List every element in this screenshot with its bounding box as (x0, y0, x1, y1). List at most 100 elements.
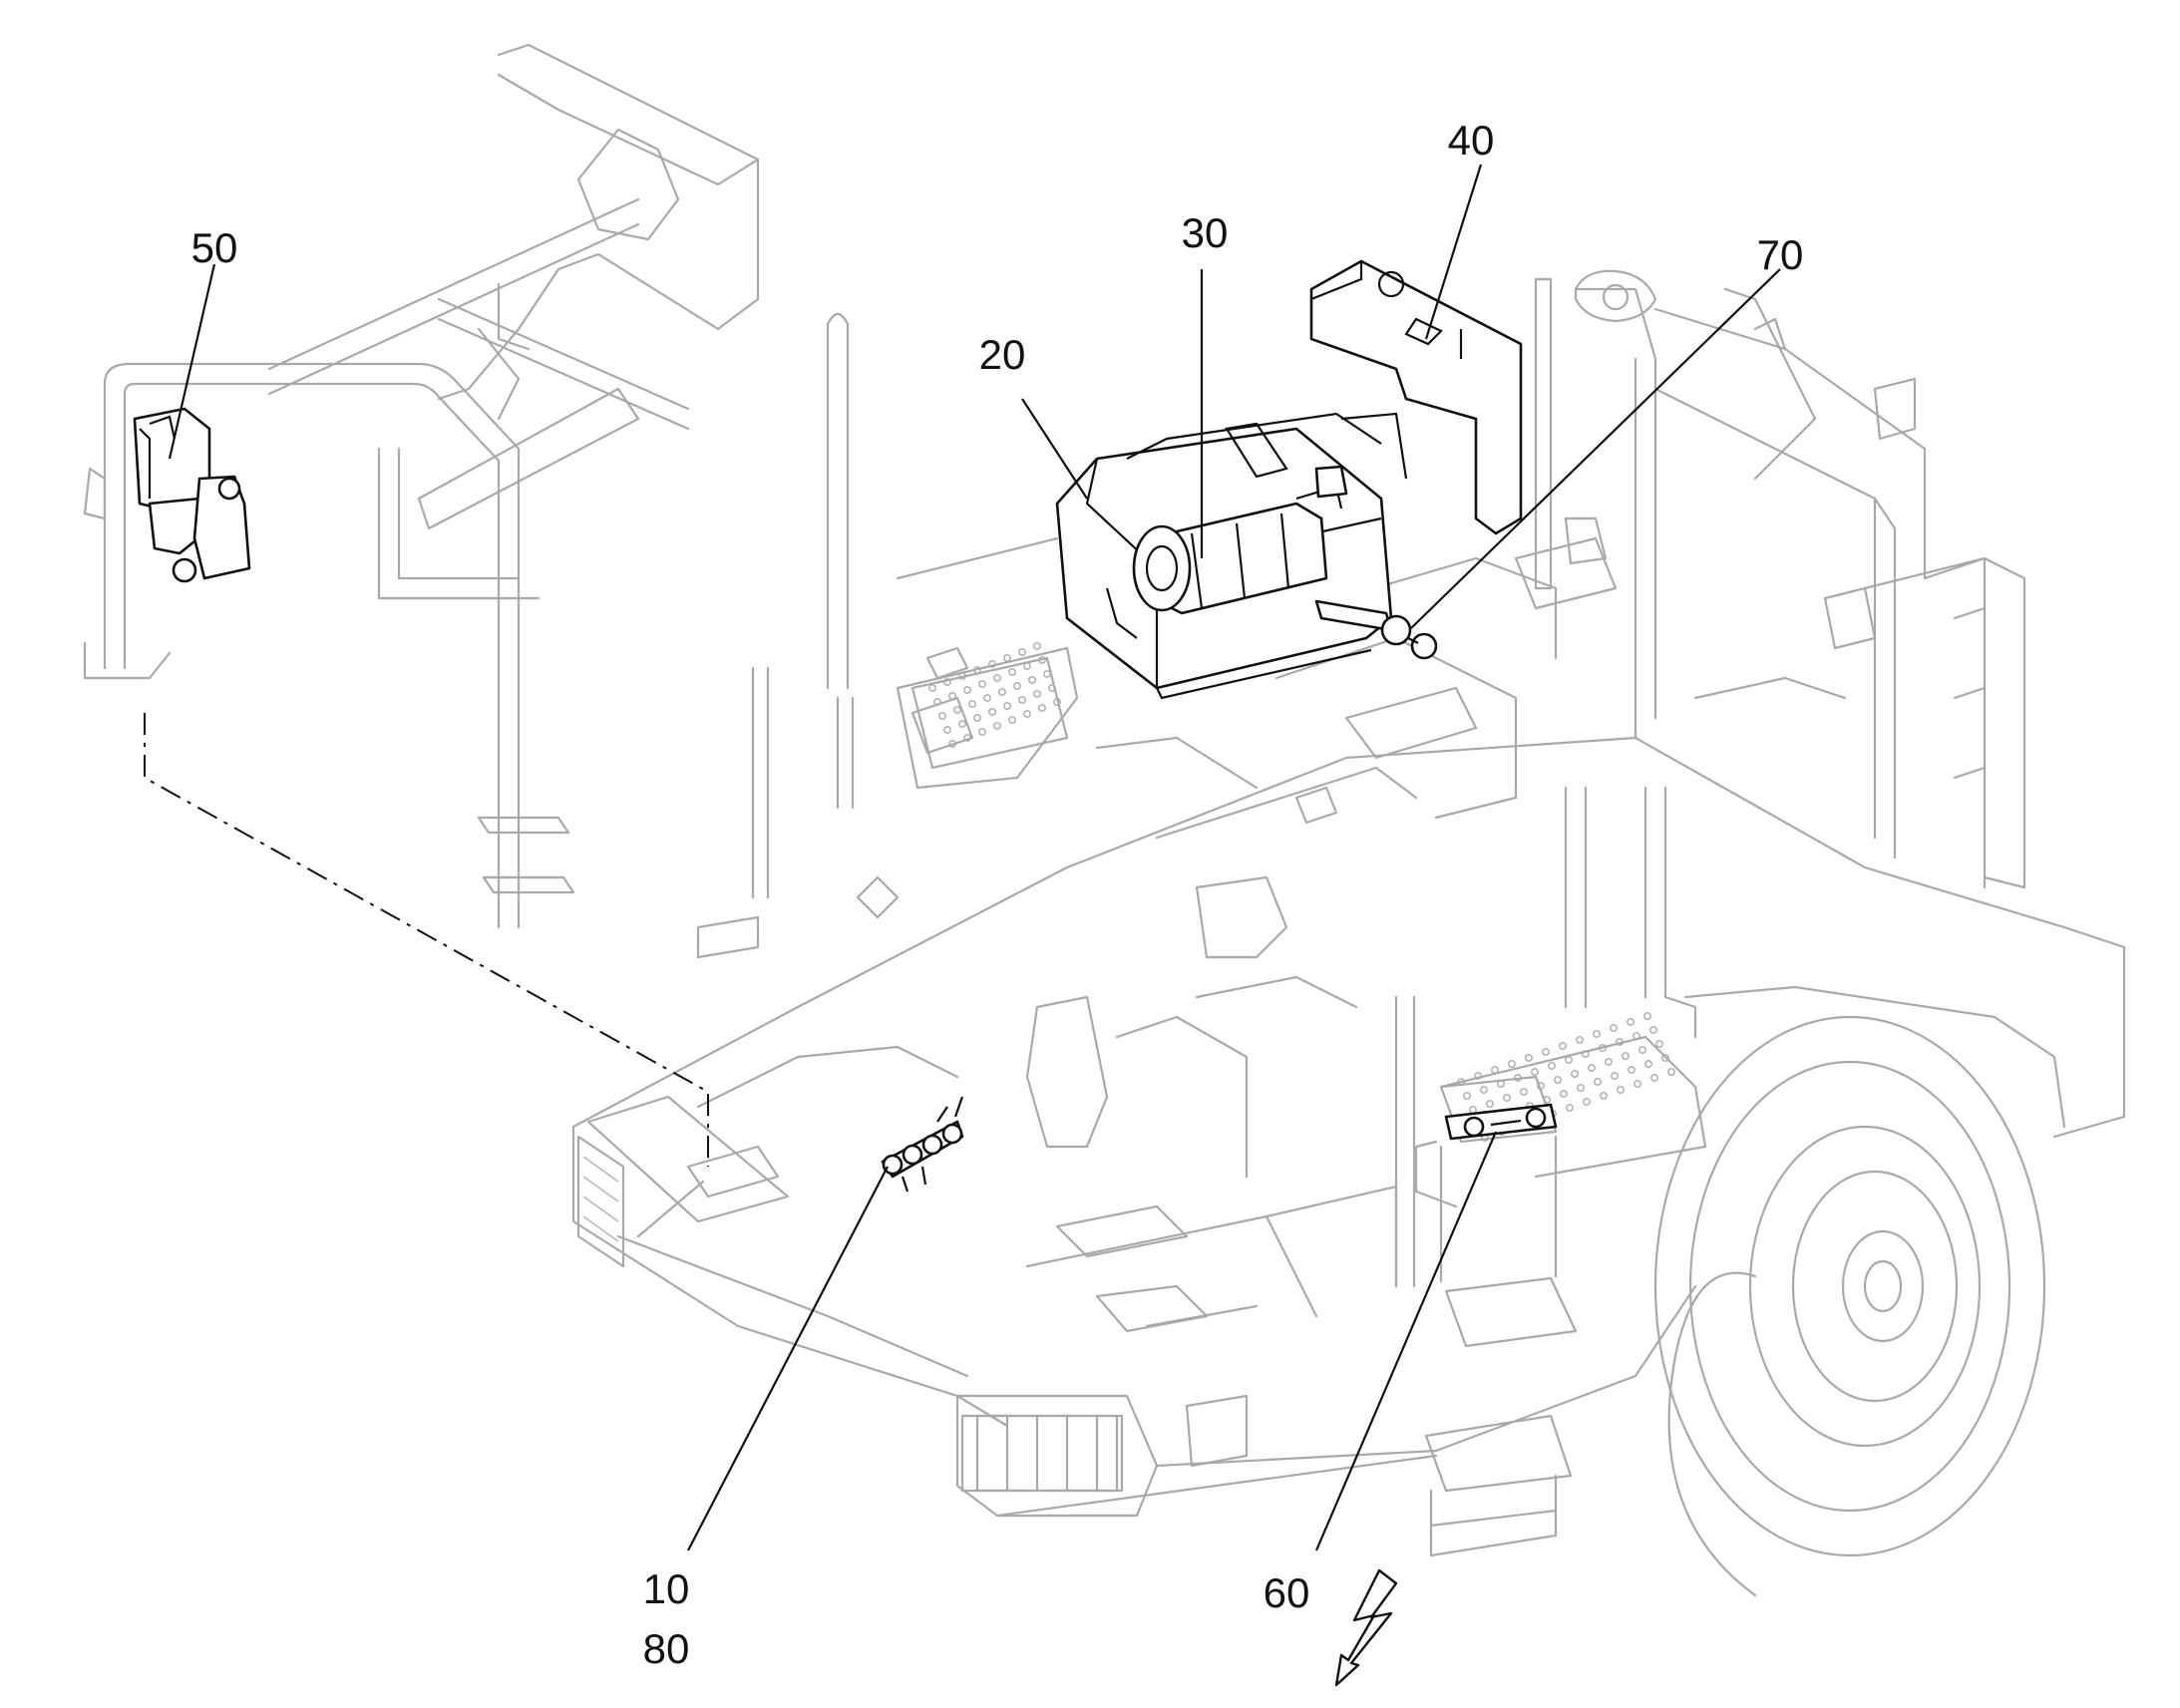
perforation-hole (978, 680, 986, 688)
perforation-hole (1617, 1086, 1625, 1094)
perforation-hole (1650, 1074, 1658, 1082)
leader-10 (687, 1166, 889, 1551)
perforation-hole (1622, 1052, 1630, 1060)
callout-20: 20 (979, 331, 1026, 378)
callout-30: 30 (1182, 209, 1229, 256)
perforation-hole (1600, 1092, 1608, 1100)
callout-70: 70 (1757, 231, 1804, 278)
perforation-hole (1033, 690, 1041, 698)
perforation-hole (1560, 1090, 1568, 1098)
front-grille-center (960, 1414, 1124, 1493)
leader-50 (168, 263, 216, 460)
perforation-hole (1582, 1050, 1590, 1058)
perforation-hole (1655, 1040, 1663, 1048)
perforation-hole (1008, 716, 1016, 724)
perforation-hole (943, 726, 951, 734)
perforation-hole (1003, 654, 1011, 662)
perforation-hole (1474, 1072, 1482, 1080)
leader-70 (1410, 268, 1781, 629)
perforation-hole (1508, 1060, 1516, 1068)
perforation-hole (998, 688, 1006, 696)
perforation-hole (1576, 1036, 1584, 1044)
perforation-hole (1543, 1096, 1551, 1104)
component-30-motor (1105, 465, 1348, 639)
perforation-hole (1559, 1042, 1567, 1050)
perforation-hole (973, 714, 981, 722)
perforation-hole (1003, 702, 1011, 710)
perforation-hole (1667, 1068, 1675, 1076)
perforation-hole (938, 712, 946, 720)
leader-40 (1424, 164, 1483, 340)
perforation-hole (1018, 648, 1026, 656)
callout-10: 10 (643, 1565, 690, 1612)
perforation-hole (1643, 1012, 1651, 1020)
leader-lines (168, 164, 1781, 1551)
perforation-hole (1008, 668, 1016, 676)
perforation-hole (1038, 656, 1046, 664)
perforation-hole (988, 660, 996, 668)
leader-60 (1314, 1131, 1498, 1551)
perforation-hole (1634, 1080, 1641, 1088)
perforation-hole (1599, 1044, 1607, 1052)
perforation-hole (963, 686, 971, 694)
callout-80: 80 (643, 1625, 690, 1672)
perforation-hole (1486, 1100, 1494, 1108)
perforation-hole (1033, 642, 1041, 650)
perforation-hole (1611, 1072, 1619, 1080)
perforation-hole (958, 672, 966, 680)
component-60-sensor-bracket (1444, 1103, 1558, 1141)
perforation-hole (1593, 1030, 1601, 1038)
perforation-hole (1497, 1080, 1505, 1088)
perforation-hole (993, 722, 1001, 730)
perforation-hole (1644, 1060, 1652, 1068)
perforation-hole (933, 698, 941, 706)
perforation-hole (1628, 1066, 1635, 1074)
perforation-hole (1638, 1046, 1646, 1054)
perforation-hole (1491, 1066, 1499, 1074)
perforation-hole (953, 706, 961, 714)
callout-40: 40 (1448, 117, 1495, 164)
perforation-hole (1588, 1064, 1596, 1072)
perforation-hole (1038, 704, 1046, 712)
component-40-housing (1309, 259, 1523, 535)
lightning-bolt-arrow-icon (1334, 1568, 1398, 1687)
perforation-hole (1018, 696, 1026, 704)
perforation-hole (1605, 1058, 1613, 1066)
perforation-hole (948, 740, 956, 748)
perforation-hole (1661, 1054, 1669, 1062)
perforation-hole (958, 720, 966, 728)
perforation-hole (978, 728, 986, 736)
machine-chassis-outline (83, 43, 2126, 1597)
deck-plate-left (910, 642, 1069, 770)
perforation-hole (1469, 1106, 1477, 1114)
perforation-hole (1610, 1024, 1618, 1032)
perforation-hole (1023, 662, 1031, 670)
perforation-hole (1548, 1062, 1556, 1070)
perforation-hole (1028, 676, 1036, 684)
callout-50: 50 (191, 224, 238, 271)
front-grille-left (576, 1135, 625, 1268)
perforation-hole (983, 694, 991, 702)
perforation-hole (948, 692, 956, 700)
perforation-hole (1583, 1098, 1591, 1106)
perforation-hole (1043, 670, 1051, 678)
perforation-hole (1480, 1086, 1488, 1094)
perforation-hole (1531, 1068, 1539, 1076)
perforation-hole (1525, 1054, 1533, 1062)
perforation-hole (993, 674, 1001, 682)
perforation-hole (1463, 1092, 1471, 1100)
rear-wheel (1653, 1015, 2046, 1557)
perforation-hole (1537, 1082, 1545, 1090)
perforation-hole (1649, 1026, 1657, 1034)
perforation-hole (1503, 1094, 1511, 1102)
perforation-hole (973, 666, 981, 674)
assembly-dash-dot-line (144, 713, 709, 1167)
component-70-cylinder (1314, 599, 1438, 660)
perforation-hole (1520, 1088, 1528, 1096)
perforation-hole (968, 700, 976, 708)
perforation-hole (1514, 1074, 1522, 1082)
perforation-hole (1566, 1104, 1574, 1112)
perforation-hole (1013, 682, 1021, 690)
perforation-hole (928, 684, 936, 692)
